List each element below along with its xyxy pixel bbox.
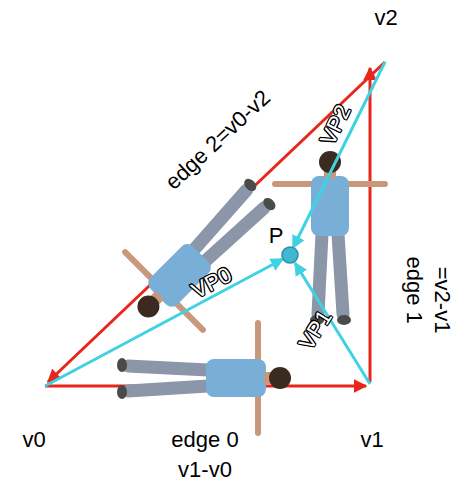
vertex-label: v1	[358, 428, 385, 452]
person-figure	[102, 152, 303, 353]
edge-label: v1-v0	[176, 458, 234, 482]
person-figure	[275, 151, 385, 325]
edge-label: =v2-v1	[430, 265, 454, 336]
edge-label: edge 1	[402, 254, 426, 325]
vp2-arrow	[293, 62, 385, 248]
vp0-arrow	[45, 259, 283, 386]
point-p	[282, 247, 298, 263]
edge-2-arrow	[48, 62, 385, 382]
person-figure	[117, 323, 291, 433]
edge-1-arrow	[369, 68, 372, 382]
edge-label: edge 2=v0-v2	[159, 84, 276, 196]
vector-label: VP1	[294, 304, 339, 355]
vertex-label: v0	[20, 428, 47, 452]
point-label: P	[267, 224, 286, 248]
vector-label: VP2	[315, 99, 357, 151]
edge-label: edge 0	[169, 428, 240, 452]
vertex-label: v2	[372, 6, 399, 30]
